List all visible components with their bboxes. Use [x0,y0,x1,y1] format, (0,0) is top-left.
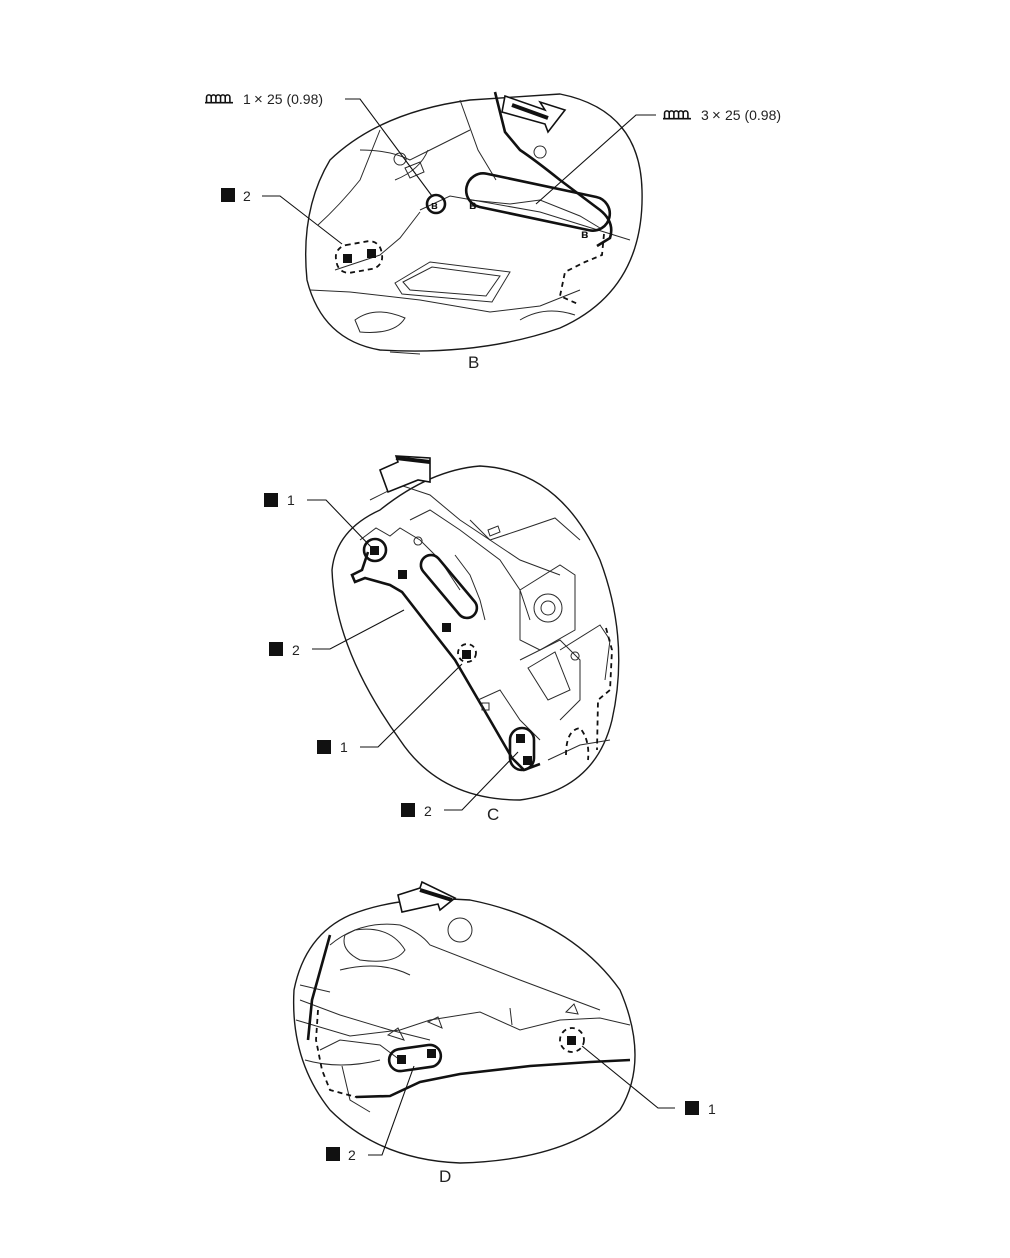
callout-square-2-bottom: 2 [401,803,432,819]
black-square-icon [401,803,415,817]
leader-line [345,98,433,197]
view-c: 1 2 1 2 C [264,455,620,824]
callout-number: 3 [701,107,709,123]
view-label-d: D [439,1167,451,1186]
leader-line [312,609,405,650]
multiply-sign: × [254,91,263,108]
view-b: ʙ ʙ ʙ 1 × 25 (0.98) 3 × [205,91,781,372]
view-label-b: B [468,353,479,372]
callout-number: 2 [424,803,432,819]
black-square-icon [221,188,235,202]
leader-line [535,114,656,205]
callout-torque-1: 1 × 25 (0.98) [205,91,323,108]
callout-number: 2 [348,1147,356,1163]
callout-number: 1 [287,492,295,508]
callout-square-1-lower: 1 [317,739,348,755]
torque-spec: 25 (0.98) [725,107,781,123]
view-label-c: C [487,805,499,824]
nut-symbol-icon [663,110,691,120]
callout-square-2: 2 [221,188,251,204]
view-c-detail-drawing [331,455,620,801]
svg-text:ʙ: ʙ [469,198,476,212]
black-square-icon [685,1101,699,1115]
callout-number: 1 [340,739,348,755]
svg-text:ʙ: ʙ [581,227,588,241]
leader-line [307,499,373,549]
black-square-icon [264,493,278,507]
black-square-icon [269,642,283,656]
multiply-sign: × [712,107,721,124]
leader-line [368,1065,415,1156]
black-square-icon [326,1147,340,1161]
svg-text:ʙ: ʙ [431,200,438,212]
black-square-icon [317,740,331,754]
callout-number: 1 [708,1101,716,1117]
callout-number: 2 [243,188,251,204]
leader-line [444,751,519,811]
callout-number: 1 [243,91,251,107]
leader-line [262,195,343,245]
callout-square-2-upper: 2 [269,642,300,658]
nut-symbol-icon [205,94,233,104]
callout-square-2-d: 2 [326,1147,356,1163]
view-d-detail-drawing [292,880,636,1164]
callout-number: 2 [292,642,300,658]
leader-line [360,663,463,748]
callout-torque-3: 3 × 25 (0.98) [663,107,781,124]
view-d: 1 2 D [292,880,716,1186]
callout-square-1-top: 1 [264,492,295,508]
leader-line [581,1045,675,1109]
view-b-detail-drawing: ʙ ʙ ʙ [304,91,643,355]
callout-square-1-d: 1 [685,1101,716,1117]
torque-spec: 25 (0.98) [267,91,323,107]
